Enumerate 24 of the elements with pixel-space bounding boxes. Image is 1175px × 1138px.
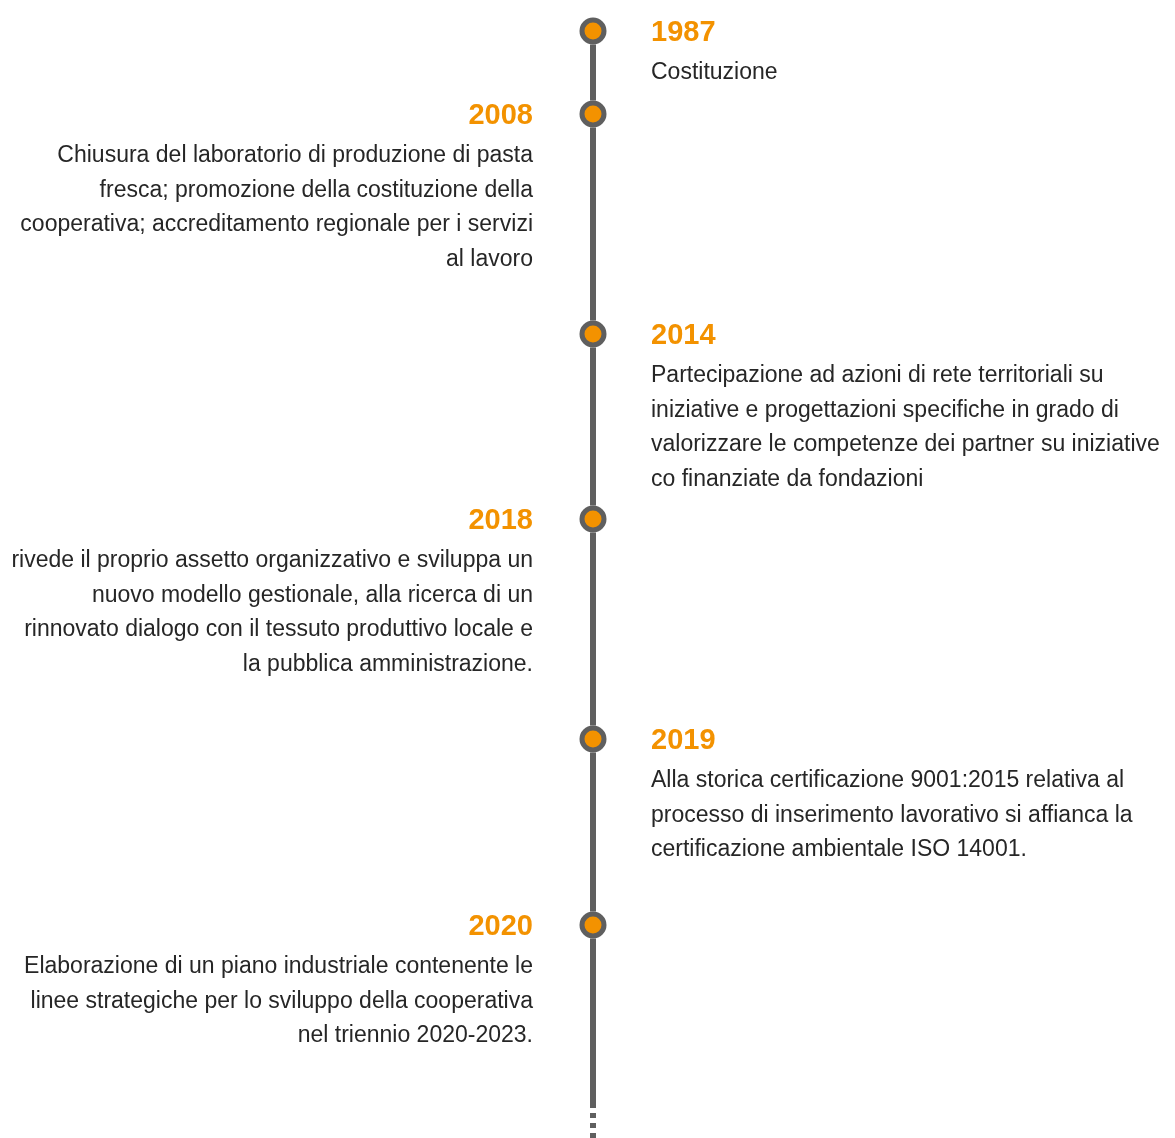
year-label: 2008 [468, 97, 533, 131]
timeline-line [590, 532, 596, 726]
timeline-dot [579, 17, 607, 45]
event-description: Chiusura del laboratorio di produzione di pasta fresca; promozione della costituzione della cooperativa; accreditamento regionale per i servizi al lavoro [19, 140, 533, 273]
timeline-line [590, 938, 596, 1138]
timeline-line [590, 347, 596, 506]
year-label: 2014 [651, 317, 716, 351]
timeline-line [590, 127, 596, 321]
event-description: Elaborazione di un piano industriale contenente le linee strategiche per lo sviluppo della cooperativa nel triennio 2020-2023. [23, 951, 533, 1049]
timeline-dot [579, 505, 607, 533]
event-description: Alla storica certificazione 9001:2015 relativa al processo di inserimento lavorativo si affianca la certificazione ambientale ISO 14001. [651, 765, 1134, 863]
event-description: Partecipazione ad azioni di rete territoriali su iniziative e progettazioni specifiche in grado di valorizzare le competenze dei partner su iniziative co finanziate da fondazioni [651, 360, 1161, 493]
timeline-dot [579, 320, 607, 348]
timeline-dot [579, 100, 607, 128]
year-label: 2019 [651, 722, 716, 756]
year-label: 2020 [468, 908, 533, 942]
timeline-line [590, 44, 596, 101]
timeline-line [590, 752, 596, 912]
timeline-dot [579, 725, 607, 753]
year-label: 1987 [651, 14, 716, 48]
timeline-dot [579, 911, 607, 939]
event-description: Costituzione [651, 57, 779, 86]
event-description: rivede il proprio assetto organizzativo e sviluppa un nuovo modello gestionale, alla ricerca di un rinnovato dialogo con il tessuto produttivo locale e la pubblica amministrazione. [10, 545, 533, 678]
year-label: 2018 [468, 502, 533, 536]
